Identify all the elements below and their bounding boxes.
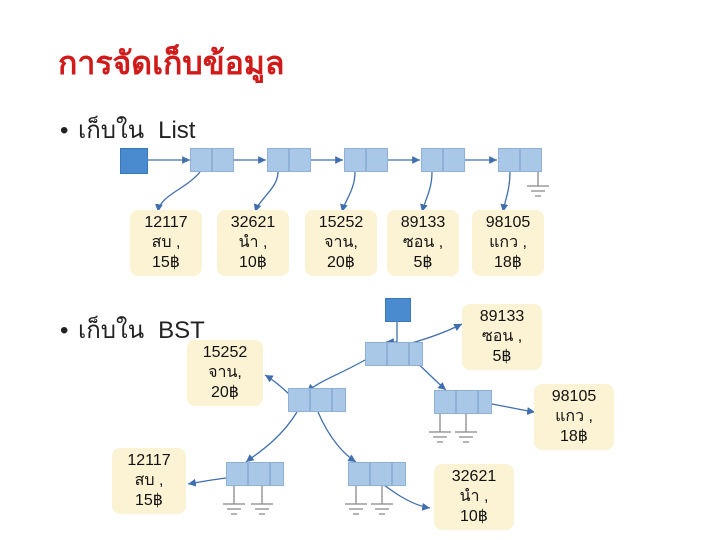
bst-node-left — [348, 462, 370, 486]
list-head-node — [120, 148, 148, 174]
bst-node-data — [370, 462, 392, 486]
bst-child-arrow — [245, 411, 298, 463]
bst-node-right — [478, 390, 492, 414]
bullet-kind: List — [158, 117, 196, 144]
ground-icon — [455, 414, 477, 443]
list-node-data — [267, 148, 289, 172]
list-node-next — [443, 148, 465, 172]
bst-root-node — [385, 298, 411, 322]
list-data-pointer — [155, 171, 201, 213]
list-data-pointer — [340, 171, 356, 213]
bullet-word: เก็บใน — [78, 317, 145, 344]
list-data-pointer — [420, 171, 433, 213]
bst-node-left — [365, 342, 387, 366]
list-node-next — [520, 148, 542, 172]
bullet-dot: • — [60, 117, 69, 144]
bst-node-left — [226, 462, 248, 486]
list-node-data — [421, 148, 443, 172]
bst-node-data — [387, 342, 409, 366]
bst-node-left — [434, 390, 456, 414]
bst-node-right — [392, 462, 406, 486]
bst-child-arrow — [306, 355, 373, 393]
bullet-word: เก็บใน — [78, 117, 145, 144]
bst-node-right — [270, 462, 284, 486]
list-data-pointer — [500, 171, 511, 213]
bst-node-data — [248, 462, 270, 486]
bst-node-data — [456, 390, 478, 414]
ground-icon — [251, 486, 273, 515]
bst-root-pointer — [386, 322, 398, 346]
slide-title: การจัดเก็บข้อมูล — [58, 44, 285, 82]
bst-data-pointer — [187, 477, 227, 487]
bst-child-arrow — [317, 411, 357, 463]
bst-node-left — [288, 388, 310, 412]
bullet-kind: BST — [158, 317, 205, 344]
bullet-dot: • — [60, 317, 69, 344]
bst-data-pointer — [407, 323, 463, 345]
bst-node-right — [409, 342, 423, 366]
ground-icon — [223, 486, 245, 515]
bst-node-right — [332, 388, 346, 412]
ground-icon — [345, 486, 367, 515]
list-node-next — [366, 148, 388, 172]
ground-icon — [371, 486, 393, 515]
list-node-data — [498, 148, 520, 172]
list-node-data — [190, 148, 212, 172]
bst-node-data — [310, 388, 332, 412]
bullet-bst: • เก็บใน BST — [60, 310, 205, 349]
list-node-next — [212, 148, 234, 172]
list-data-pointer — [253, 171, 279, 213]
ground-icon — [527, 172, 549, 197]
ground-icon — [429, 414, 451, 443]
list-node-data — [344, 148, 366, 172]
bullet-list: • เก็บใน List — [60, 110, 195, 149]
list-node-next — [289, 148, 311, 172]
